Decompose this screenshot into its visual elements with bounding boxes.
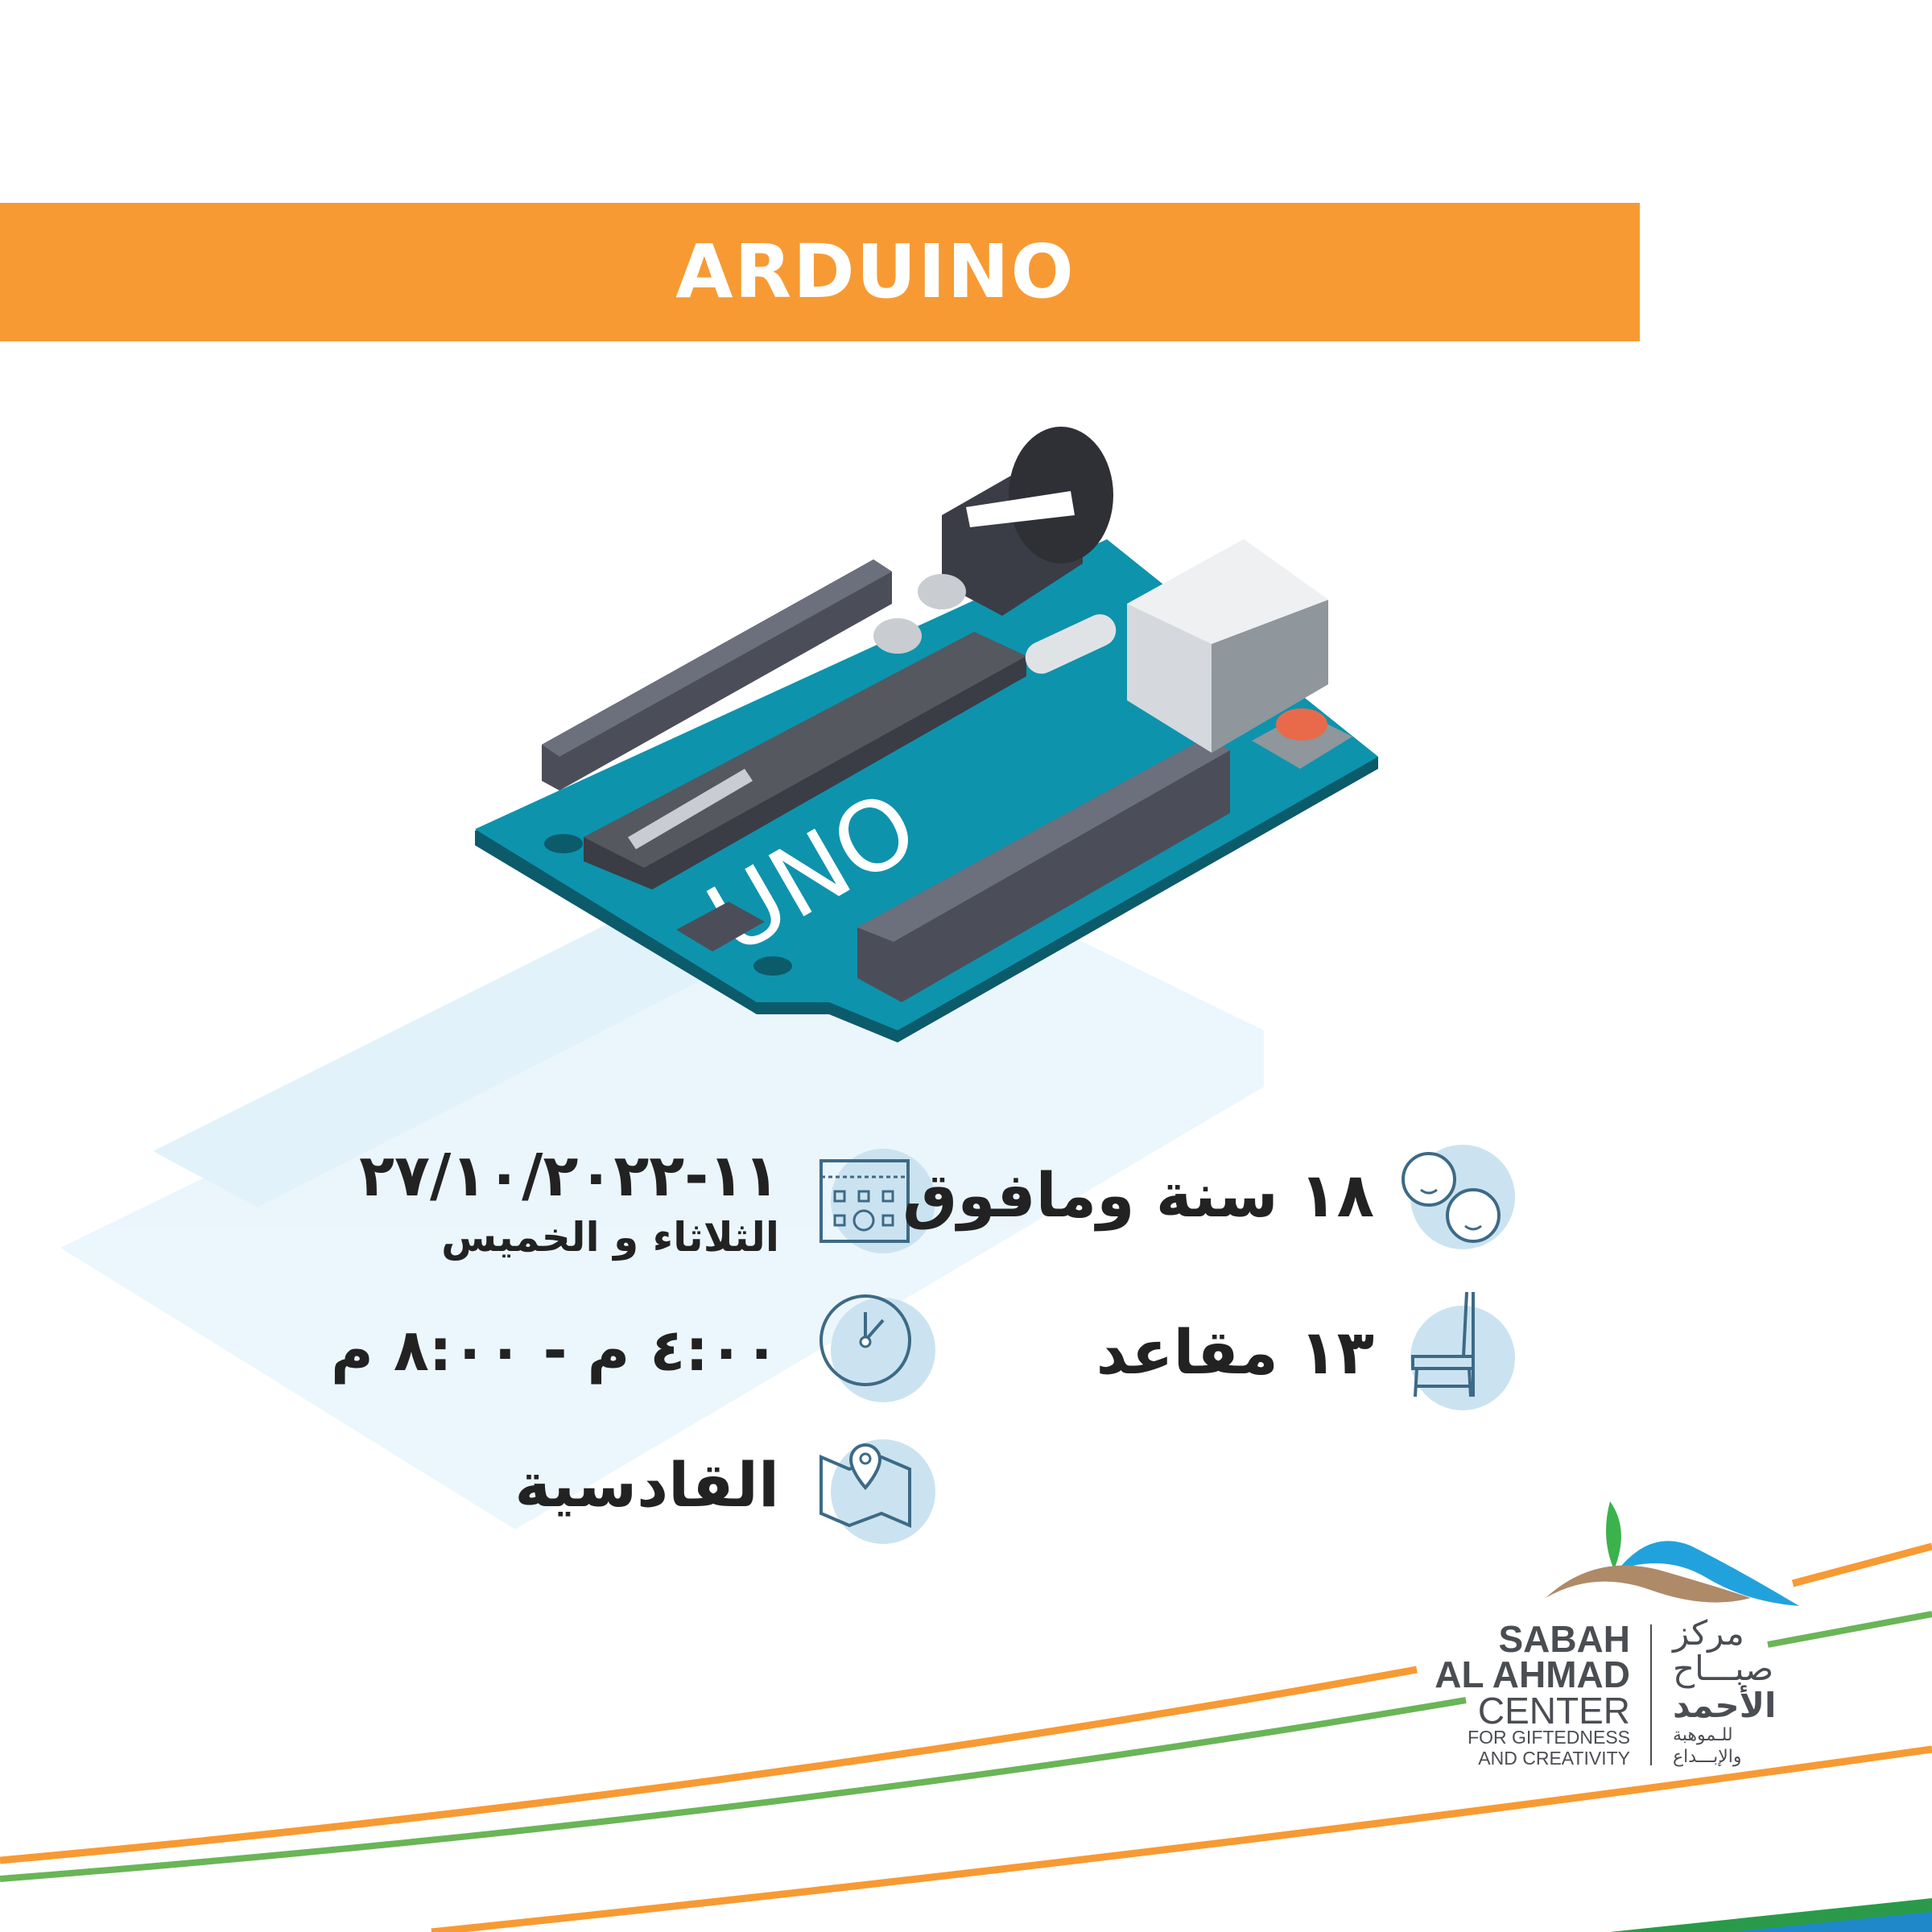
logo-text-ar: الأحمد [1673,1686,1777,1725]
orange-line [0,1666,1418,1864]
logo-text-ar: صبـــاح [1673,1649,1774,1688]
days-text: الثلاثاء و الخميس [441,1214,779,1261]
kids-icon [1402,1152,1501,1243]
logo-text-ar: والإبـــداع [1673,1747,1742,1767]
logo-text-en: FOR GIFTEDNESS [1468,1727,1630,1748]
arduino-board-illustration: UNO [60,427,1378,1530]
corner-stripe [1731,1912,1932,1932]
page-title: ARDUINO [675,229,1075,315]
logo-text-en: AL AHMAD [1435,1653,1630,1695]
logo-divider [1650,1624,1652,1765]
seats-text: ١٣ مقاعد [1096,1316,1374,1388]
green-line [0,1697,1467,1882]
chair-icon [1411,1291,1475,1397]
logo-text-ar: مركز [1673,1613,1744,1653]
center-logo-mark [1546,1501,1799,1606]
map-pin-icon [819,1443,911,1529]
title-banner [0,203,1640,341]
calendar-icon [819,1159,910,1243]
logo-text-en: CENTER [1477,1690,1630,1732]
logo-text-en: AND CREATIVITY [1478,1748,1630,1769]
clock-icon-bg [831,1298,935,1402]
clock-icon [819,1294,911,1386]
orange-line [1791,1542,1932,1587]
location-text: القادسية [514,1449,779,1521]
logo-text-ar: للـموهبة [1673,1725,1733,1745]
age-text: ١٨ سنة ومافوق [902,1159,1374,1231]
date-text: ١١-٢٧/١٠/٢٠٢٢ [359,1141,779,1209]
logo-text-en: SABAH [1498,1618,1630,1660]
time-text: ٤:٠٠ م - ٨:٠٠ م [331,1316,779,1384]
orange-line [431,1745,1932,1932]
green-line [1767,1611,1932,1648]
